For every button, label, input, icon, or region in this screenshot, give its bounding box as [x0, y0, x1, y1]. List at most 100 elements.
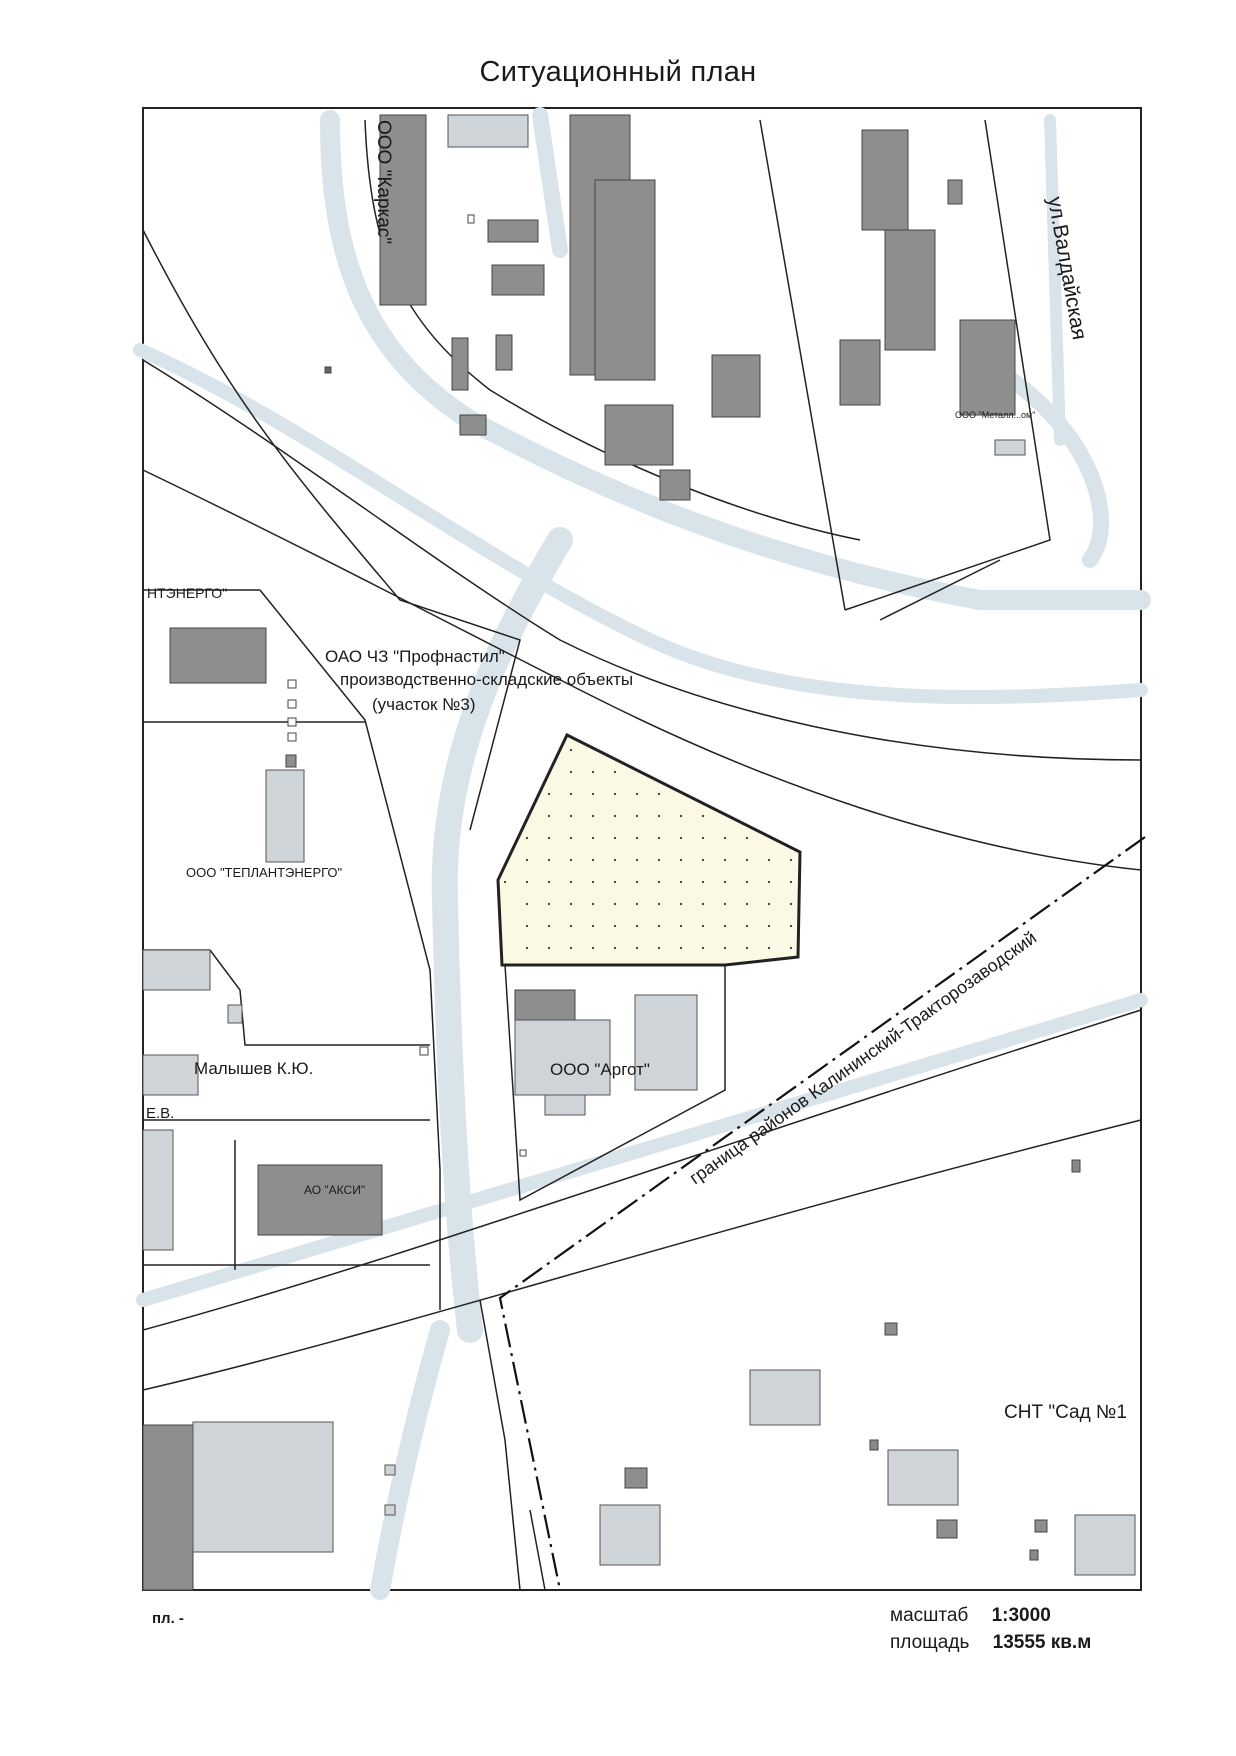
parcel-dot: [789, 858, 793, 862]
parcel-dot: [679, 880, 683, 884]
parcel-dot: [591, 902, 595, 906]
area-label: площадь: [890, 1632, 970, 1653]
label-argot: ООО "Аргот": [550, 1060, 650, 1079]
parcel-dot: [635, 946, 639, 950]
building-left-2: [142, 1054, 199, 1096]
scale-value: 1:3000: [991, 1605, 1051, 1626]
footer-area: площадь 13555 кв.м: [890, 1632, 1091, 1654]
building-long-2: [594, 179, 656, 381]
label-malyshev: Малышев К.Ю.: [194, 1059, 313, 1078]
parcel-dot: [613, 836, 617, 840]
building-small-6: [936, 1519, 958, 1539]
label-metall: ООО "Металл...ом": [955, 410, 1035, 420]
building-small-7: [624, 1467, 648, 1489]
label-snt: СНТ "Сад №1: [1004, 1402, 1127, 1423]
label-district-boundary: граница районов Калининский-Тракторозаво…: [686, 927, 1040, 1188]
parcel-dot: [525, 858, 529, 862]
parcel-dot: [679, 924, 683, 928]
building-small-1: [451, 337, 469, 391]
parcel-dot: [657, 792, 661, 796]
parcel-dot: [767, 902, 771, 906]
parcel-dot: [723, 946, 727, 950]
parcel-dot: [789, 902, 793, 906]
building-snt-4: [1074, 1514, 1136, 1576]
parcel-dot: [591, 924, 595, 928]
building-small-5: [884, 1322, 898, 1336]
building-small-8: [1034, 1519, 1048, 1533]
parcel-dot: [569, 748, 573, 752]
parcel-dot: [767, 858, 771, 862]
building-argot-b: [634, 994, 698, 1091]
parcel-dot: [723, 880, 727, 884]
parcel-dot: [789, 946, 793, 950]
parcel-dot: [635, 836, 639, 840]
parcel-dot: [591, 880, 595, 884]
parcel-dot: [547, 858, 551, 862]
building-top-1: [447, 114, 529, 148]
parcel-dot: [679, 836, 683, 840]
parcel-dot: [679, 858, 683, 862]
label-teplantenergo: ООО "ТЕПЛАНТЭНЕРГО": [186, 865, 343, 880]
parcel-dot: [591, 946, 595, 950]
parcel-dot: [547, 880, 551, 884]
area-value: 13555 кв.м: [992, 1632, 1092, 1653]
parcel-dot: [591, 792, 595, 796]
scale-label: масштаб: [890, 1605, 969, 1626]
building-top-2: [994, 439, 1026, 456]
parcel-dot: [767, 924, 771, 928]
parcel-dot: [679, 946, 683, 950]
buildings: [142, 114, 1048, 1591]
parcel-dot: [569, 858, 573, 862]
parcel-dot: [745, 924, 749, 928]
building-mid-2: [491, 264, 545, 296]
footer-scale: масштаб 1:3000: [890, 1605, 1051, 1627]
parcel-dot: [789, 880, 793, 884]
parcel-dot: [679, 814, 683, 818]
parcel-dot: [547, 924, 551, 928]
building-sq-2: [711, 354, 761, 418]
building-small-3: [459, 414, 487, 436]
building-right-1: [861, 129, 909, 231]
parcel-dot: [745, 946, 749, 950]
footer-pl: пл. -: [152, 1610, 184, 1627]
parcel-dot: [745, 880, 749, 884]
building-tep-small: [285, 754, 297, 768]
parcel-dot: [613, 902, 617, 906]
parcel-dot: [525, 924, 529, 928]
building-right-3: [839, 339, 881, 406]
map-title: Ситуационный план: [479, 56, 757, 88]
building-argot-c: [544, 1094, 586, 1116]
parcel-dot: [701, 814, 705, 818]
parcel-dot: [547, 792, 551, 796]
label-profnastil-3: (участок №3): [372, 695, 476, 714]
building-argot-a: [514, 1019, 611, 1096]
label-profnastil-1: ОАО ЧЗ "Профнастил": [325, 647, 505, 666]
parcel-dot: [657, 858, 661, 862]
parcel-dot: [525, 946, 529, 950]
district-boundary-line: [498, 836, 1146, 1591]
parcel-dot: [789, 924, 793, 928]
parcel-dot: [613, 814, 617, 818]
parcel-dot: [701, 902, 705, 906]
parcel-dot: [591, 814, 595, 818]
parcel-dot: [547, 902, 551, 906]
parcel-dot: [613, 880, 617, 884]
parcel-dot: [723, 836, 727, 840]
parcel-dot: [701, 946, 705, 950]
parcel-dot: [657, 902, 661, 906]
parcel-dot: [701, 924, 705, 928]
parcel-dot: [635, 880, 639, 884]
building-snt-3: [599, 1504, 661, 1566]
parcel-dot: [525, 902, 529, 906]
parcel-dot: [547, 946, 551, 950]
parcel-dot: [767, 946, 771, 950]
parcel-dot: [635, 902, 639, 906]
parcel-dot: [547, 836, 551, 840]
building-aksi: [257, 1164, 383, 1236]
building-small-9: [227, 1004, 243, 1024]
target-parcel[interactable]: [496, 732, 802, 967]
parcel-dot: [657, 946, 661, 950]
road-halos: [133, 107, 1151, 1600]
building-small-4: [659, 469, 691, 501]
